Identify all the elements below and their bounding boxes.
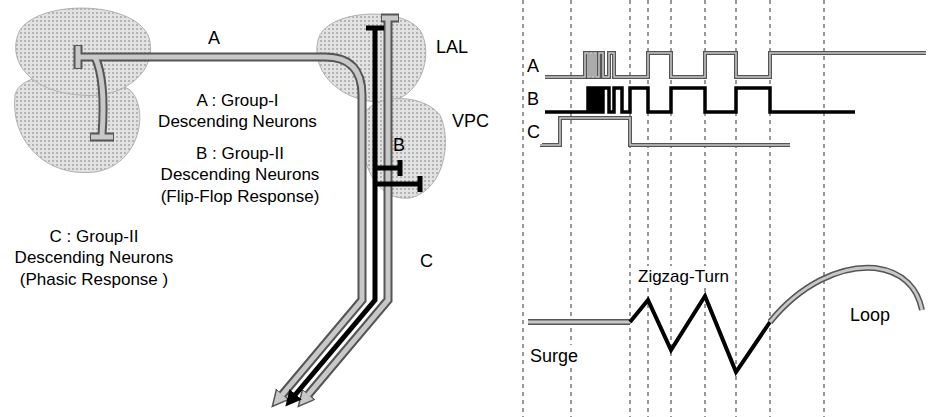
trace-c (540, 118, 790, 145)
region-label: LAL (436, 36, 468, 59)
loop-path (770, 268, 922, 322)
time-guides (523, 0, 824, 417)
trace-label: B (525, 88, 541, 111)
phase-label: Zigzag-Turn (636, 266, 731, 287)
group-description: B : Group-II Descending Neurons (Flip-Fl… (150, 143, 330, 207)
trace-b (545, 88, 855, 112)
trace-label: C (525, 121, 542, 144)
neuron-a (78, 45, 362, 395)
trace-a (545, 53, 926, 77)
group-description: A : Group-I Descending Neurons (150, 90, 325, 133)
phase-label: Loop (848, 304, 892, 327)
neuron-label: A (208, 27, 220, 50)
neuron-c (308, 18, 399, 395)
brain-lobe (16, 8, 151, 95)
region-label: VPC (452, 110, 489, 133)
group-description: C : Group-II Descending Neurons (Phasic … (4, 226, 184, 290)
neuron-b (295, 28, 420, 395)
surge-path (528, 322, 630, 323)
phase-label: Surge (528, 345, 580, 368)
neuron-label: B (393, 134, 405, 157)
zigzag-path (630, 296, 770, 372)
neuron-label: C (420, 250, 433, 273)
trace-label: A (525, 55, 541, 78)
